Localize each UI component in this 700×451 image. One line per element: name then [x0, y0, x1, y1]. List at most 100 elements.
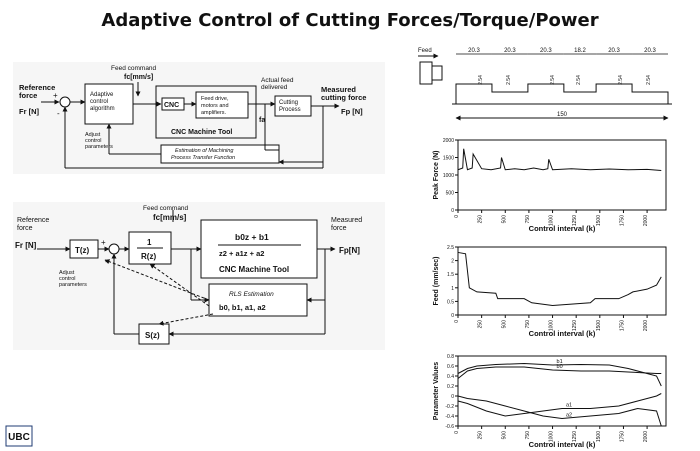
x-tick-label: 250 — [478, 215, 484, 224]
bot-tf-numerator: b0z + b1 — [235, 232, 269, 242]
x-tick-label: 1750 — [619, 320, 625, 331]
x-tick-label: 500 — [501, 215, 507, 224]
y-axis-label: Peak Force (N) — [433, 150, 440, 199]
y-tick-label: 2000 — [443, 138, 454, 144]
y-tick-label: 0 — [451, 394, 454, 400]
x-tick-label: 500 — [501, 320, 507, 329]
y-tick-label: -0.2 — [445, 404, 454, 410]
x-tick-label: 1750 — [619, 215, 625, 226]
y-tick-label: 1000 — [443, 173, 454, 179]
x-tick-label: 1250 — [572, 320, 578, 331]
plot-area — [457, 246, 667, 316]
bot-r-denominator: R(z) — [141, 252, 156, 261]
x-tick-label: 0 — [454, 215, 460, 218]
step-height-label: 2.54 — [576, 75, 582, 85]
series-label: b0 — [557, 364, 563, 370]
x-tick-label: 750 — [525, 215, 531, 224]
y-tick-label: 0.6 — [447, 364, 454, 370]
bot-t-label: T(z) — [75, 246, 90, 255]
x-tick-label: 1750 — [619, 431, 625, 442]
plot-area — [457, 139, 667, 211]
rls-control-block-diagram-panel — [13, 202, 385, 350]
step-height-label: 2.54 — [506, 75, 512, 85]
segment-width-label: 20.3 — [540, 48, 552, 54]
series-line-a1 — [457, 393, 662, 417]
step-height-label: 2.54 — [478, 75, 484, 85]
bot-fr-label: Fr [N] — [15, 241, 37, 250]
feed-drive-block — [195, 91, 249, 119]
bot-params-label: b0, b1, a1, a2 — [219, 303, 266, 312]
top-fa-label: fa — [259, 117, 265, 124]
x-tick-label: 750 — [525, 320, 531, 329]
y-axis-label: Feed (mm/sec) — [433, 256, 440, 305]
segment-width-label: 20.3 — [504, 48, 516, 54]
x-tick-label: 250 — [478, 320, 484, 329]
x-axis-label: Control interval (k) — [529, 224, 596, 233]
top-fr-label: Fr [N] — [19, 107, 39, 116]
y-tick-label: 0.2 — [447, 384, 454, 390]
y-tick-label: 0.4 — [447, 374, 454, 380]
series-line-a2 — [457, 395, 662, 427]
series-line-b1 — [457, 362, 662, 387]
segment-width-label: 20.3 — [644, 48, 656, 54]
y-tick-label: 2.5 — [447, 245, 454, 251]
step-height-label: 2.54 — [550, 75, 556, 85]
x-tick-label: 0 — [454, 320, 460, 323]
x-tick-label: 1500 — [596, 320, 602, 331]
y-tick-label: 1 — [451, 286, 454, 292]
top-fc-label: fc[mm/s] — [124, 74, 153, 81]
segment-width-label: 20.3 — [608, 48, 620, 54]
top-feed-command-label: Feed command — [111, 65, 157, 72]
workpiece-profile — [455, 83, 669, 105]
top-machine-label: CNC Machine Tool — [171, 129, 232, 136]
x-tick-label: 2000 — [643, 431, 649, 442]
tool-holder — [431, 65, 443, 81]
top-minus-sign: - — [57, 109, 60, 118]
bot-s-label: S(z) — [145, 331, 160, 340]
x-axis-label: Control interval (k) — [529, 440, 596, 449]
svg-text:UBC: UBC — [8, 432, 30, 443]
cutter — [419, 61, 433, 85]
series-line — [457, 148, 662, 171]
cnc-machine-tool-block — [155, 85, 257, 139]
bot-feed-command-label: Feed command — [143, 205, 189, 212]
y-tick-label: 0 — [451, 208, 454, 214]
y-tick-label: 0.8 — [447, 354, 454, 360]
y-tick-label: 1500 — [443, 156, 454, 162]
x-tick-label: 1250 — [572, 431, 578, 442]
x-tick-label: 1500 — [596, 215, 602, 226]
x-tick-label: 1000 — [549, 320, 555, 331]
bot-rls-label: RLS Estimation — [229, 291, 274, 298]
x-tick-label: 750 — [525, 431, 531, 440]
x-tick-label: 0 — [454, 431, 460, 434]
y-tick-label: -0.4 — [445, 414, 454, 420]
bot-fp-label: Fp[N] — [339, 246, 360, 255]
bot-fc-label: fc[mm/s] — [153, 213, 187, 222]
feed-label: Feed — [418, 48, 432, 54]
y-tick-label: 0.5 — [447, 299, 454, 305]
segment-width-label: 20.3 — [468, 48, 480, 54]
adaptive-control-block — [84, 83, 134, 125]
series-line — [457, 251, 662, 306]
y-tick-label: 1.5 — [447, 272, 454, 278]
bot-minus-sign: - — [105, 257, 108, 266]
bot-r-numerator: 1 — [147, 238, 152, 247]
slide-title: Adaptive Control of Cutting Forces/Torqu… — [101, 10, 599, 31]
x-tick-label: 1500 — [596, 431, 602, 442]
x-tick-label: 1250 — [572, 215, 578, 226]
x-axis-label: Control interval (k) — [529, 329, 596, 338]
